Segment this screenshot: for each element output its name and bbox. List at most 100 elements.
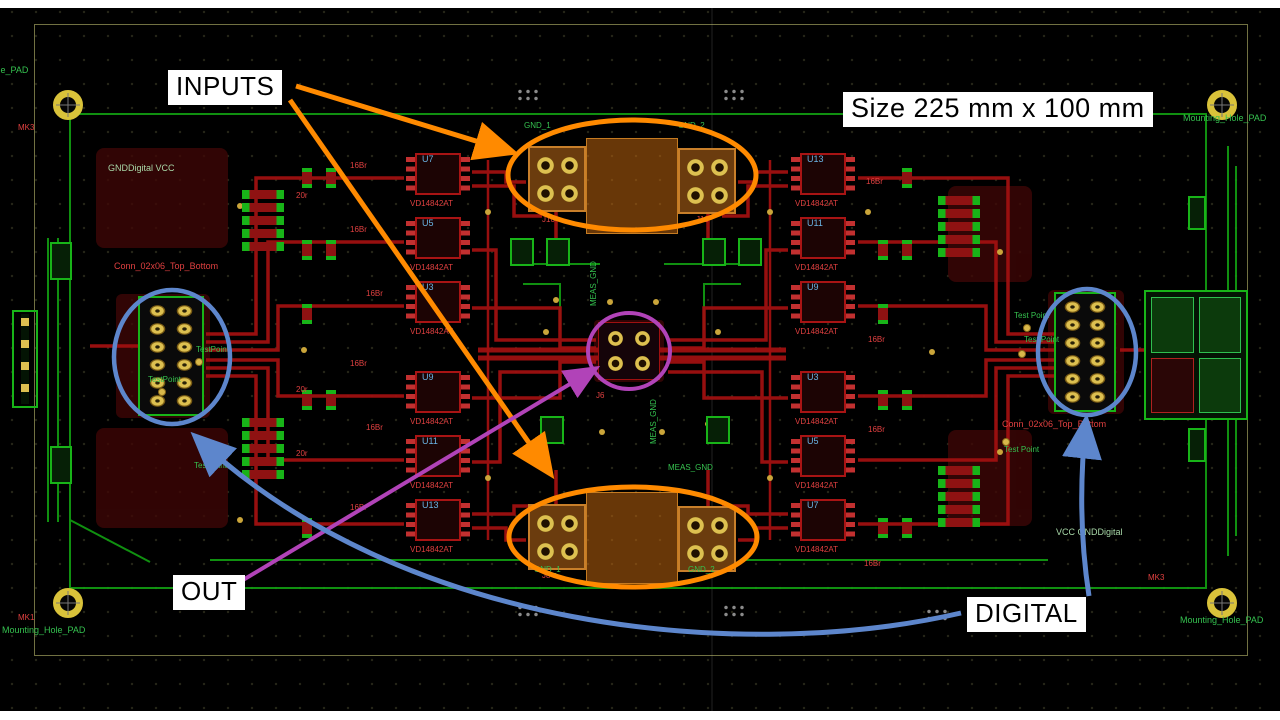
silk-label: GND_2 bbox=[678, 121, 705, 130]
silk-value: 16Br bbox=[350, 359, 367, 368]
panel-cell bbox=[1151, 297, 1194, 353]
pad bbox=[536, 542, 554, 560]
passive-component[interactable] bbox=[326, 390, 336, 410]
copper-zone-bottom bbox=[586, 492, 678, 584]
passive-component[interactable] bbox=[878, 390, 888, 410]
silk-value: 16Br bbox=[366, 423, 383, 432]
ic-ref: U13 bbox=[807, 154, 824, 164]
capacitor[interactable] bbox=[702, 238, 726, 266]
ic-value: VD14842AT bbox=[410, 263, 453, 272]
pad bbox=[686, 544, 704, 562]
testpoint-pad[interactable] bbox=[1023, 324, 1031, 332]
silk-label: Conn_02x06_Top_Bottom bbox=[114, 261, 219, 271]
testpoint-pad[interactable] bbox=[203, 452, 211, 460]
passive-component[interactable] bbox=[302, 168, 312, 188]
resistor-network[interactable] bbox=[240, 186, 286, 255]
ic-body bbox=[800, 217, 846, 259]
silk-ref: MK3 bbox=[1148, 573, 1165, 582]
testpoint-pad[interactable] bbox=[1018, 350, 1026, 358]
ic-value: VD14842AT bbox=[410, 199, 453, 208]
ic-value: VD14842AT bbox=[795, 417, 838, 426]
passive-component[interactable] bbox=[902, 518, 912, 538]
passive-component[interactable] bbox=[326, 240, 336, 260]
passive-component[interactable] bbox=[878, 240, 888, 260]
passive-component[interactable] bbox=[302, 304, 312, 324]
output-connector-center[interactable] bbox=[598, 322, 660, 380]
passive-component[interactable] bbox=[878, 518, 888, 538]
passive-component[interactable] bbox=[902, 240, 912, 260]
silk-label: MEAS_GND bbox=[668, 463, 713, 472]
silk-ref: MK3 bbox=[18, 123, 35, 132]
edge-connector-left-outer[interactable] bbox=[12, 310, 38, 408]
green-component[interactable] bbox=[1188, 428, 1206, 462]
passive-component[interactable] bbox=[902, 168, 912, 188]
silk-value: 16Br bbox=[866, 177, 883, 186]
panel-cell bbox=[1151, 357, 1194, 413]
silk-label: Test Point bbox=[1014, 311, 1050, 320]
pad bbox=[536, 184, 554, 202]
green-component[interactable] bbox=[50, 446, 72, 484]
testpoint-pad[interactable] bbox=[1002, 438, 1010, 446]
pad bbox=[536, 156, 554, 174]
testpoint-pad[interactable] bbox=[158, 388, 166, 396]
pad bbox=[560, 184, 578, 202]
green-component[interactable] bbox=[50, 242, 72, 280]
silk-ref: J8 bbox=[542, 571, 551, 580]
silk-label: TestPoint bbox=[196, 345, 229, 354]
passive-component[interactable] bbox=[326, 168, 336, 188]
mounting-hole[interactable] bbox=[53, 90, 83, 120]
capacitor[interactable] bbox=[738, 238, 762, 266]
dot-cluster bbox=[722, 604, 744, 618]
pad bbox=[635, 356, 650, 371]
mounting-hole[interactable] bbox=[1207, 588, 1237, 618]
testpoint-pad[interactable] bbox=[195, 358, 203, 366]
digital-connector-right[interactable] bbox=[1054, 292, 1116, 412]
silk-label: Mounting_Hole_PAD bbox=[2, 625, 86, 635]
capacitor[interactable] bbox=[546, 238, 570, 266]
ic-body bbox=[800, 153, 846, 195]
capacitor[interactable] bbox=[706, 416, 730, 444]
passive-component[interactable] bbox=[878, 304, 888, 324]
pad-grid bbox=[144, 302, 198, 410]
silk-value: 16Br bbox=[366, 289, 383, 298]
input-connector-bottom-left[interactable] bbox=[528, 504, 586, 570]
resistor-network[interactable] bbox=[936, 462, 982, 531]
resistor-network[interactable] bbox=[936, 192, 982, 261]
input-connector-top-right[interactable] bbox=[678, 148, 736, 214]
digital-connector-left[interactable] bbox=[138, 296, 204, 416]
right-io-panel[interactable] bbox=[1144, 290, 1248, 420]
input-connector-top-left[interactable] bbox=[528, 146, 586, 212]
passive-component[interactable] bbox=[302, 518, 312, 538]
capacitor[interactable] bbox=[510, 238, 534, 266]
mounting-hole[interactable] bbox=[1207, 90, 1237, 120]
ic-value: VD14842AT bbox=[795, 199, 838, 208]
pad bbox=[608, 331, 623, 346]
pad bbox=[710, 186, 728, 204]
input-connector-bottom-right[interactable] bbox=[678, 506, 736, 572]
ic-body bbox=[800, 281, 846, 323]
passive-component[interactable] bbox=[902, 390, 912, 410]
mounting-hole[interactable] bbox=[53, 588, 83, 618]
pad bbox=[710, 544, 728, 562]
passive-component[interactable] bbox=[302, 240, 312, 260]
ic-ref: U11 bbox=[807, 218, 823, 228]
green-component[interactable] bbox=[1188, 196, 1206, 230]
capacitor[interactable] bbox=[540, 416, 564, 444]
ic-value: VD14842AT bbox=[410, 545, 453, 554]
pad bbox=[686, 158, 704, 176]
out-label: OUT bbox=[173, 575, 246, 610]
resistor-network[interactable] bbox=[240, 414, 286, 483]
